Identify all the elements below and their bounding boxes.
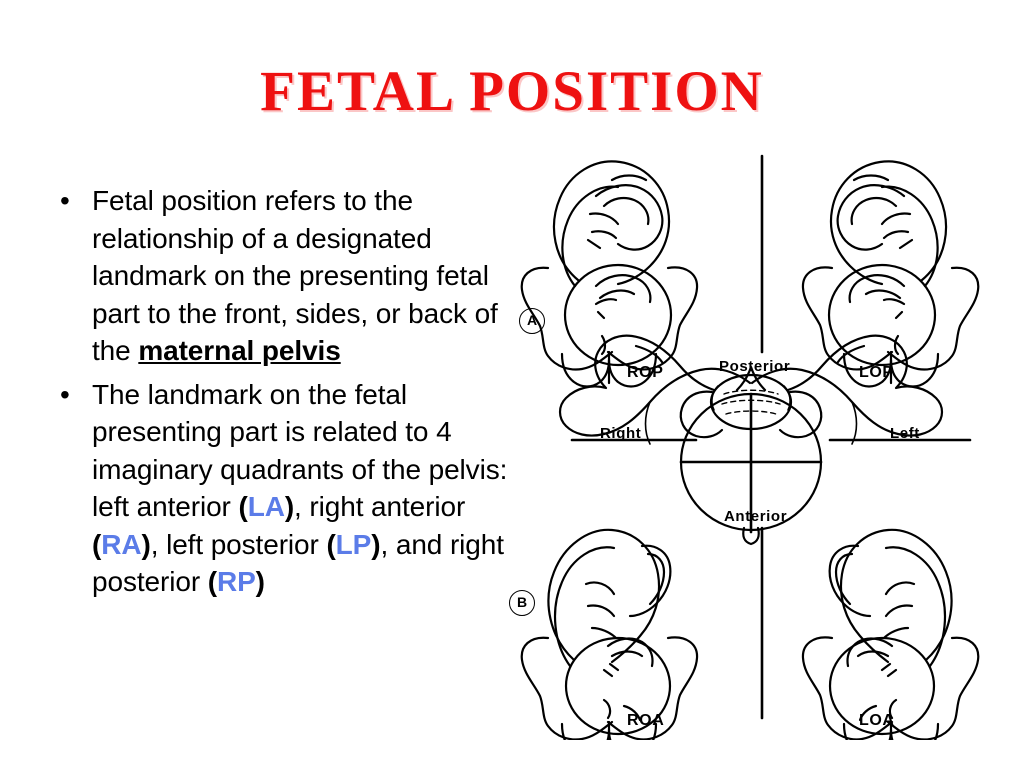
bullet-marker: • — [60, 185, 70, 216]
bullet-2-seg-3: ) — [284, 491, 295, 522]
bullet-2-seg-1: ( — [238, 491, 248, 522]
label-right: Right — [600, 425, 642, 442]
bullet-2-seg-15: ) — [255, 566, 265, 597]
list-item: • Fetal position refers to the relations… — [52, 182, 512, 370]
diagram-svg — [520, 154, 980, 740]
bullet-1-seg-0: Fetal position refers to the relationshi… — [92, 185, 498, 366]
fetus-rop-drawing — [520, 160, 699, 388]
bullet-2-seg-7: ) — [141, 528, 151, 560]
list-item: • The landmark on the fetal presenting p… — [52, 376, 512, 601]
fetal-position-diagram: A B ROP LOP ROA LOA Posterior Right Left… — [500, 140, 1000, 740]
bullet-2-seg-9: ( — [326, 528, 336, 560]
fetus-loa-drawing — [801, 528, 980, 740]
panel-tag-a: A — [519, 308, 545, 334]
bullet-text-2: The landmark on the fetal presenting par… — [92, 376, 512, 601]
abbr-lp: LP — [335, 528, 372, 560]
page-title: FETAL POSITION — [260, 60, 764, 123]
bullet-list: • Fetal position refers to the relations… — [52, 182, 512, 607]
label-lop: LOP — [859, 364, 894, 381]
bullet-2-seg-0: The landmark on the fetal presenting par… — [92, 378, 508, 523]
bullet-2-seg-5: ( — [92, 528, 102, 560]
maternal-pelvis-drawing — [558, 334, 944, 546]
abbr-ra: RA — [101, 528, 142, 560]
label-roa: ROA — [627, 712, 665, 729]
bullet-text-1: Fetal position refers to the relationshi… — [92, 182, 512, 370]
bullet-2-seg-13: ( — [207, 566, 217, 597]
label-posterior: Posterior — [719, 358, 791, 375]
label-rop: ROP — [627, 364, 664, 381]
panel-tag-b: B — [509, 590, 535, 616]
label-anterior: Anterior — [724, 508, 788, 525]
fetus-roa-drawing — [520, 528, 699, 740]
abbr-rp: RP — [216, 566, 256, 597]
bullet-2-seg-4: , right anterior — [294, 491, 466, 522]
bullet-2-seg-12: , and right posterior — [92, 528, 504, 598]
label-left: Left — [890, 425, 920, 442]
bullet-marker: • — [60, 378, 70, 410]
fetus-lop-drawing — [801, 160, 980, 388]
bullet-2-seg-11: ) — [371, 528, 381, 560]
bullet-1-emphasis: maternal pelvis — [138, 335, 341, 366]
bullet-2-seg-8: , left posterior — [150, 528, 327, 560]
label-loa: LOA — [859, 712, 895, 729]
abbr-la: LA — [247, 491, 285, 522]
